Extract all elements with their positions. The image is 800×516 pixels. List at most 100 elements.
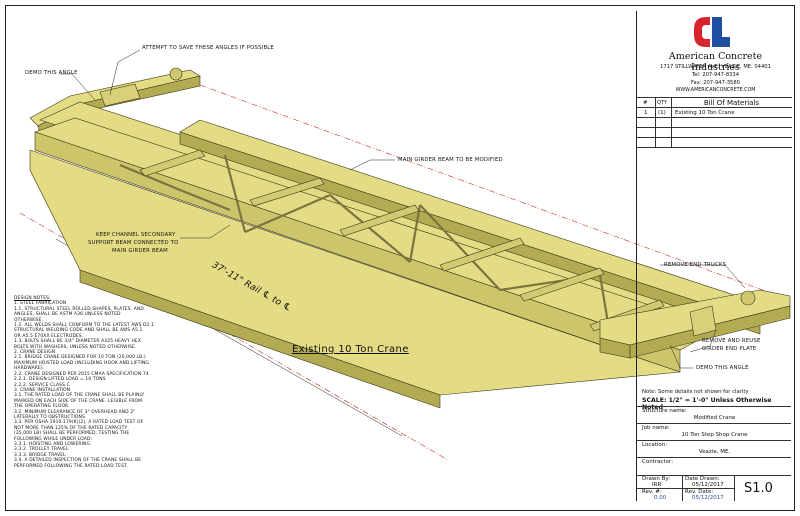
company-tel: Tel: 207-947-8334 [691, 72, 740, 78]
drawing-title: Existing 10 Ton Crane [292, 344, 409, 355]
note-line: 2.2.1. Design lifted load = 10 tons [14, 377, 106, 383]
bom-header-num: # [643, 100, 648, 106]
note-line: 1.3. Bolts shall be 3/4" diameter A325 h… [14, 339, 141, 345]
note-line: marked on each side of the crane. Legibl… [14, 398, 143, 404]
note-line: or A5.5 E70XX electrodes. [14, 333, 84, 339]
bottom-flange-side [79, 269, 441, 409]
clarity-note: Note: Some details not shown for clarity [642, 389, 749, 395]
secondary-beam-side [179, 131, 761, 335]
bom-row-rule [637, 117, 792, 118]
annotation-demo-angle-bottom: Demo this angle [696, 365, 749, 371]
note-line: 3.3.3. Bridge travel [14, 452, 66, 458]
note-line: 1.2. All welds shall conform to the late… [14, 323, 155, 329]
design-notes: Design Notes: 1. Steel Fabrication 1.1. … [14, 296, 204, 469]
note-line: maximum hoisted load (including hook and… [14, 360, 149, 366]
note-line: 3. Crane Installation [14, 387, 71, 393]
note-line: structural welding code and shall be AWS… [14, 328, 143, 334]
note-line: otherwise. [14, 317, 44, 323]
note-line: 3.4. A detailed inspection of the crane … [14, 458, 142, 464]
note-line: not more than 125% of the rated capacity [14, 425, 128, 431]
leader-lines [60, 49, 746, 369]
bom-col-rule [671, 97, 672, 147]
date-drawn-value: 05/12/2017 [692, 482, 724, 488]
annotation-demo-angle-top: Demo this angle [25, 70, 78, 76]
note-line: 3.3.1. Hoisting and lowering [14, 441, 91, 447]
job-label: Job name: [642, 425, 670, 431]
note-line: 3.2. Minimum clearance of 3" overhead an… [14, 409, 136, 415]
note-line: hardware). [14, 366, 45, 372]
rail-centerline-right [199, 84, 791, 301]
scale-note: SCALE: 1/2" = 1'-0" Unless Otherwise Not… [642, 397, 772, 411]
annotation-remove-reuse-1: Remove and reuse [702, 338, 761, 344]
rule [636, 406, 791, 407]
note-line: 3.3. Per OSHA 1910.179(k)(2), a rated lo… [14, 420, 144, 426]
company-logo [694, 17, 730, 47]
design-notes-heading: Design Notes: [14, 296, 51, 301]
rule [636, 457, 791, 458]
bom-row-rule [637, 137, 792, 138]
title-block-fields: Note: Some details not shown for clarity… [636, 385, 791, 501]
rev-value: 0.00 [654, 495, 667, 501]
title-block: American Concrete Industries 1717 Stillw… [636, 11, 792, 501]
annotation-keep-channel-2: support beam connected to [88, 240, 179, 246]
note-line: the operating floor. [14, 404, 70, 410]
note-line: performed following the rated load test. [14, 463, 128, 469]
note-line: 1.1. Structural steel rolled shapes, pla… [14, 306, 144, 312]
annotation-remove-end-trucks: Remove end trucks [664, 262, 727, 268]
bom-row-item: Existing 10 Ton Crane [675, 110, 735, 116]
bom-header-qty: QTY [657, 100, 668, 106]
rule [636, 440, 791, 441]
bom-row-rule [637, 127, 792, 128]
sheet-number: S1.0 [744, 481, 773, 496]
rev-date-label: Rev. Date: [685, 489, 714, 495]
annotation-attempt-save: Attempt to save these angles if possible [142, 45, 274, 51]
note-line: 2.1. Bridge crane designed for 10 ton (2… [14, 355, 146, 361]
drawn-by-value: IRR [652, 482, 662, 488]
bom-row-qty: (1) [658, 110, 666, 116]
annotation-main-girder: Main girder beam to be modified [398, 157, 503, 163]
company-address: 1717 Stillwater Ave. Veazie, ME. 04401 [660, 64, 771, 70]
note-line: 2.2.2. Service class C [14, 382, 70, 388]
bom-col-rule [655, 97, 656, 147]
bom-row-num: 1 [644, 110, 648, 116]
rev-label: Rev. #: [642, 489, 662, 495]
bom-header-title: Bill Of Materials [703, 99, 760, 107]
left-wheel-icon [169, 67, 183, 81]
location-label: Location: [642, 442, 668, 448]
note-line: angles, shall be ASTM A36 unless noted [14, 312, 121, 318]
annotation-keep-channel-3: main girder beam [112, 248, 168, 254]
job-value: 10 Ton Step Shop Crane [681, 432, 748, 438]
location-value: Veazie, ME. [698, 449, 731, 455]
right-wheel-icon [740, 290, 756, 306]
note-line: 3.3.2. Trolley travel [14, 447, 69, 453]
note-line: laterally to obstructions. [14, 414, 87, 420]
drawing-sheet-border [5, 5, 795, 511]
rule [636, 423, 791, 424]
structure-value: Modified Crane [693, 415, 736, 421]
note-line: (25,000 lb) shall be performed, testing … [14, 431, 130, 437]
rev-date-value: 05/12/2017 [692, 495, 724, 501]
rule [734, 475, 735, 501]
left-end-bracket [99, 83, 141, 107]
bom-top-rule [637, 97, 792, 98]
rule [636, 475, 791, 476]
annotation-keep-channel-1: Keep channel secondary [96, 232, 176, 238]
company-website: www.americanconcrete.com [675, 88, 756, 93]
bom-row-rule [637, 147, 792, 148]
date-drawn-label: Date Drawn: [685, 476, 720, 482]
annotation-remove-reuse-2: girder end plate [702, 346, 757, 352]
structure-label: Structure name: [642, 408, 687, 414]
company-fax: Fax: 207-947-3580 [691, 80, 740, 86]
rule [636, 488, 734, 489]
note-line: following while under load: [14, 436, 93, 442]
company-name: American Concrete Industries [668, 51, 763, 73]
drawn-by-label: Drawn By: [642, 476, 671, 482]
note-line: 3.1. The rated load of the crane shall b… [14, 393, 145, 399]
note-line: 2.2. Crane designed per 2015 CMAA Specif… [14, 371, 149, 377]
note-line: 2. Crane Design [14, 350, 56, 356]
note-line: bolts with washers, unless noted otherwi… [14, 344, 137, 350]
bom-header-rule [637, 107, 792, 108]
note-line: 1. Steel Fabrication [14, 301, 67, 307]
contractor-label: Contractor: [642, 459, 674, 465]
